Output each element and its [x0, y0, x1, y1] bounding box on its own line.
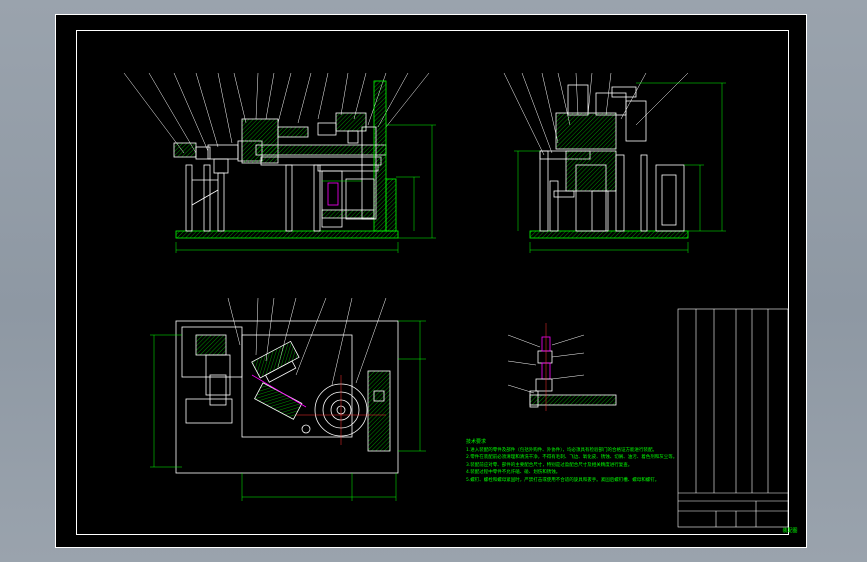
note-line: 5.螺钉、螺栓和螺母紧固时，严禁打击或使用不合适的旋具和扳手。紧固后螺钉槽、螺母…: [466, 477, 660, 483]
front-view: [123, 72, 436, 253]
technical-notes: 技术要求 1.进入装配的零件及部件（包括外购件、外协件），均必须具有检验部门的合…: [466, 439, 678, 485]
cad-drawing: [123, 72, 789, 528]
side-view: [503, 72, 726, 253]
title-block: [677, 308, 789, 528]
note-line: 1.进入装配的零件及部件（包括外购件、外协件），均必须具有检验部门的合格证方能进…: [466, 447, 658, 453]
drawing-title: 装配图: [782, 528, 798, 534]
drawing-frame: [76, 30, 789, 535]
notes-title: 技术要求: [466, 439, 487, 445]
top-view: [150, 297, 426, 501]
note-line: 3.装配前应对零、部件的主要配合尺寸，特别是过盈配合尺寸及相关精度进行复查。: [466, 462, 633, 468]
note-line: 4.装配过程中零件不允许磕、碰、划伤和锈蚀。: [466, 470, 561, 476]
note-line: 2.零件在装配前必须清理和清洗干净，不得有毛刺、飞边、氧化皮、锈蚀、切屑、油污、…: [466, 455, 678, 461]
detail-view: [507, 323, 617, 411]
drawing-sheet: 技术要求 1.进入装配的零件及部件（包括外购件、外协件），均必须具有检验部门的合…: [55, 14, 807, 548]
